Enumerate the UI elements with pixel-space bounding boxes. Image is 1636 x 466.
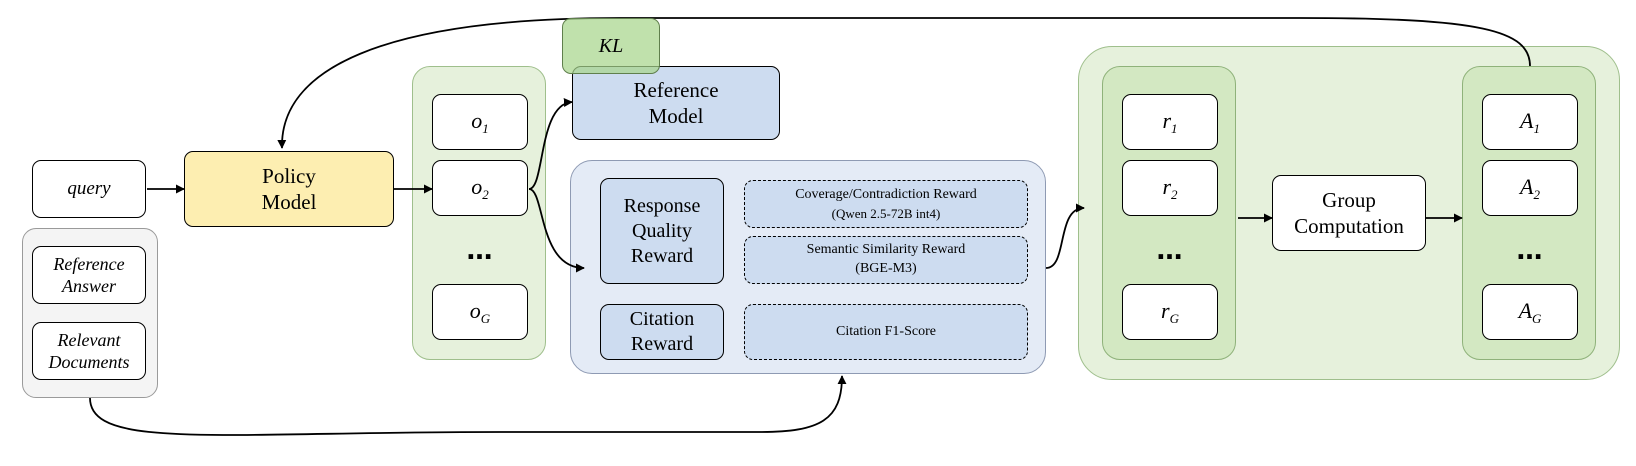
citation-line1: Citation — [629, 308, 695, 330]
group-computation-box: Group Computation — [1272, 175, 1426, 251]
citation-reward-box: Citation Reward — [600, 304, 724, 360]
arrow-o2-reward — [528, 188, 585, 273]
advantages-ellipsis: … — [1516, 236, 1544, 266]
advantage-AG: AG — [1482, 284, 1578, 340]
policy-model-box: Policy Model — [184, 151, 394, 227]
citation-f1-label: Citation F1-Score — [836, 323, 936, 339]
response-quality-line3: Reward — [630, 244, 694, 267]
arrow-o2-reference — [528, 98, 573, 190]
semantic-line2: (BGE-M3) — [855, 261, 917, 276]
reward-rG: rG — [1122, 284, 1218, 340]
kl-label: KL — [598, 34, 624, 57]
relevant-documents-box: Relevant Documents — [32, 322, 146, 380]
group-computation-line2: Computation — [1294, 214, 1404, 238]
arrow-reward-rewards — [1045, 203, 1085, 269]
coverage-line2: (Qwen 2.5-72B int4) — [831, 205, 941, 221]
outputs-ellipsis: … — [466, 236, 494, 266]
query-label: query — [67, 178, 111, 200]
query-box: query — [32, 160, 146, 218]
coverage-line1: Coverage/Contradiction Reward — [795, 186, 977, 202]
reward-r1: r1 — [1122, 94, 1218, 150]
kl-box: KL — [562, 18, 660, 74]
semantic-line1: Semantic Similarity Reward — [806, 242, 966, 258]
arrow-documents-reward — [89, 375, 847, 436]
output-oG: oG — [432, 284, 528, 340]
rewards-ellipsis: … — [1156, 236, 1184, 266]
advantage-A1: A1 — [1482, 94, 1578, 150]
output-o1: o1 — [432, 94, 528, 150]
policy-model-line2: Model — [261, 190, 317, 214]
reference-answer-line2: Answer — [62, 276, 116, 296]
reference-model-box: Reference Model — [572, 66, 780, 140]
reference-model-line2: Model — [648, 104, 704, 128]
citation-line2: Reward — [630, 333, 694, 355]
group-computation-line1: Group — [1322, 187, 1376, 212]
output-o2: o2 — [432, 160, 528, 216]
coverage-reward-box: Coverage/Contradiction Reward (Qwen 2.5-… — [744, 180, 1028, 228]
relevant-documents-line1: Relevant — [57, 329, 121, 350]
advantage-A2: A2 — [1482, 160, 1578, 216]
reward-r2: r2 — [1122, 160, 1218, 216]
relevant-documents-line2: Documents — [48, 352, 130, 372]
response-quality-line1: Response — [623, 194, 701, 217]
policy-model-line1: Policy — [262, 163, 316, 188]
reference-model-line1: Reference — [633, 77, 719, 102]
citation-f1-box: Citation F1-Score — [744, 304, 1028, 360]
semantic-reward-box: Semantic Similarity Reward (BGE-M3) — [744, 236, 1028, 284]
reference-answer-line1: Reference — [53, 253, 125, 274]
response-quality-line2: Quality — [632, 219, 692, 242]
reference-answer-box: Reference Answer — [32, 246, 146, 304]
response-quality-reward-box: Response Quality Reward — [600, 178, 724, 284]
